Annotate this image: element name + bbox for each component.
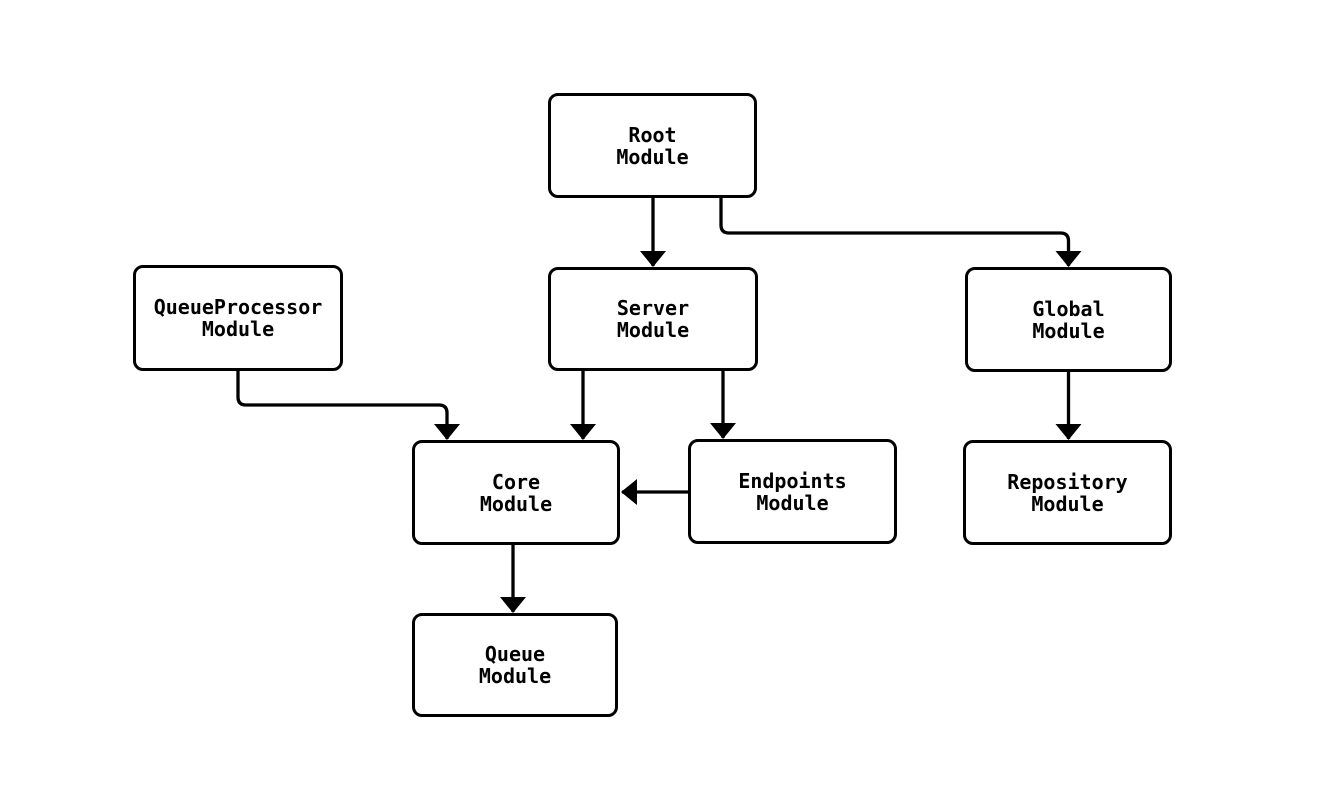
node-server-module-label: Server Module bbox=[616, 296, 690, 342]
node-queue-module: Queue Module bbox=[412, 613, 618, 717]
node-server-module: Server Module bbox=[548, 267, 758, 371]
node-global-module-label: Global Module bbox=[1032, 296, 1105, 343]
node-repository-module: Repository Module bbox=[963, 440, 1172, 545]
node-root-module-label: Root Module bbox=[616, 122, 689, 169]
node-global-module: Global Module bbox=[965, 267, 1172, 372]
node-root-module: Root Module bbox=[548, 93, 757, 198]
edge-root-to-global bbox=[719, 198, 1082, 267]
edge-queueprocessor-to-core bbox=[236, 371, 460, 440]
node-endpoints-module: Endpoints Module bbox=[688, 439, 897, 544]
node-repository-module-label: Repository Module bbox=[1007, 469, 1128, 516]
node-queueprocessor-module-label: QueueProcessor Module bbox=[153, 295, 323, 341]
node-queue-module-label: Queue Module bbox=[478, 642, 552, 688]
node-queueprocessor-module: QueueProcessor Module bbox=[133, 265, 343, 371]
node-core-module-label: Core Module bbox=[479, 469, 553, 516]
node-endpoints-module-label: Endpoints Module bbox=[738, 468, 847, 515]
node-core-module: Core Module bbox=[412, 440, 620, 545]
